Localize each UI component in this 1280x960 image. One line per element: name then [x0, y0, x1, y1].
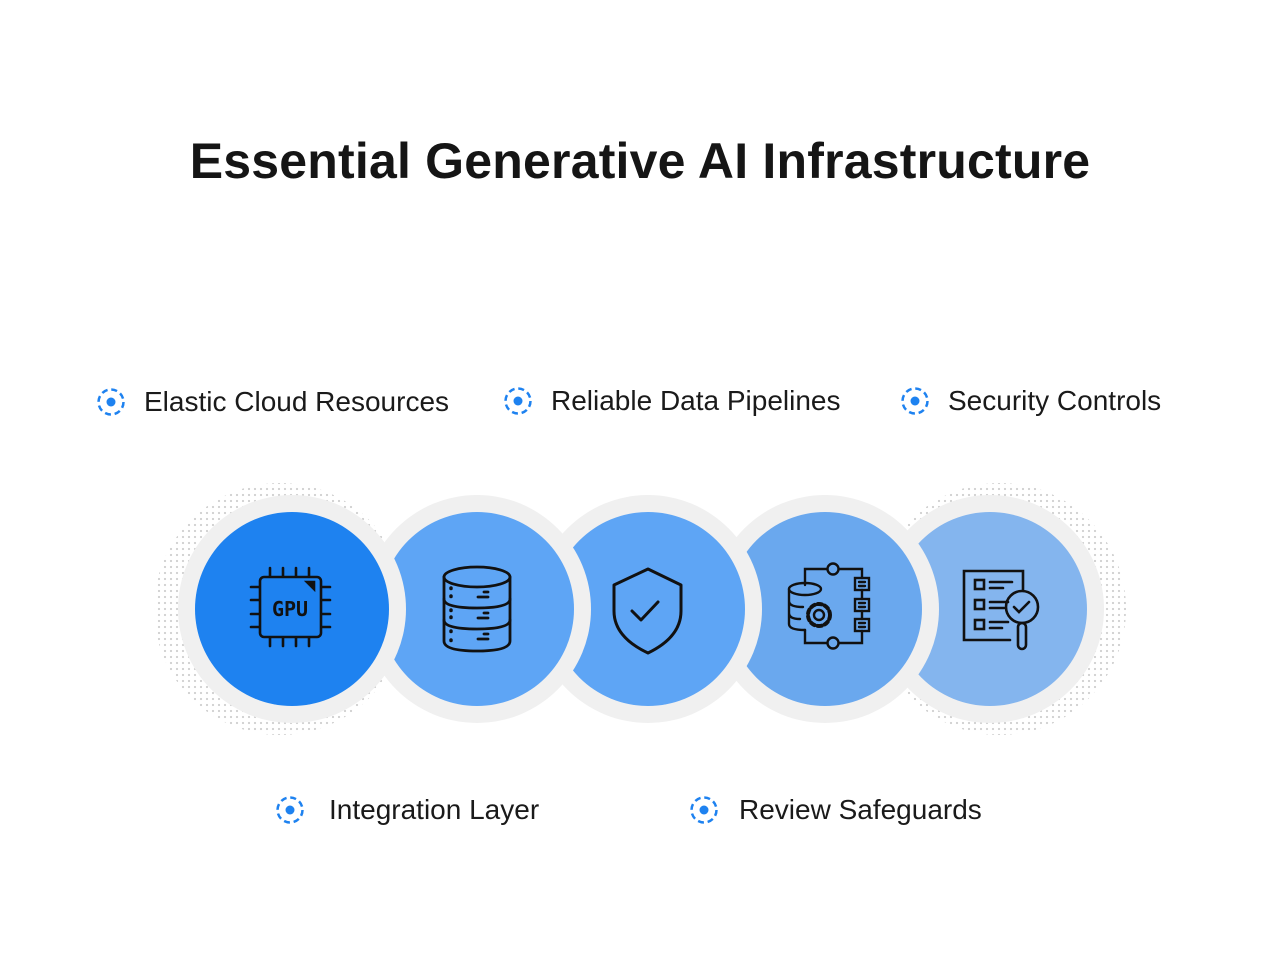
database-icon — [442, 565, 512, 653]
shield-check-icon — [612, 567, 683, 655]
label-text: Security Controls — [948, 385, 1162, 416]
node-review — [876, 495, 1104, 723]
label-integration-layer: Integration Layer — [275, 794, 539, 826]
label-review-safeguards: Review Safeguards — [689, 794, 982, 826]
bullet-target-icon — [504, 387, 532, 415]
gpu-chip-icon: GPU — [249, 566, 332, 648]
checklist-magnifier-icon — [962, 569, 1040, 651]
gpu-label: GPU — [272, 597, 308, 621]
bullet-target-icon — [690, 796, 718, 824]
label-elastic-cloud-resources: Elastic Cloud Resources — [96, 386, 449, 418]
label-text: Elastic Cloud Resources — [144, 386, 450, 417]
node-security — [534, 495, 762, 723]
database-gear-flow-icon — [787, 562, 871, 650]
label-text: Review Safeguards — [739, 794, 982, 825]
node-data — [363, 495, 591, 723]
bullet-target-icon — [901, 387, 929, 415]
label-security-controls: Security Controls — [900, 385, 1161, 417]
page-title: Essential Generative AI Infrastructure — [189, 133, 1091, 189]
label-text: Reliable Data Pipelines — [551, 385, 841, 416]
node-integration — [711, 495, 939, 723]
bullet-target-icon — [97, 388, 125, 416]
label-text: Integration Layer — [329, 794, 540, 825]
bullet-target-icon — [276, 796, 304, 824]
label-reliable-data-pipelines: Reliable Data Pipelines — [503, 385, 841, 417]
node-gpu: GPU — [178, 495, 406, 723]
